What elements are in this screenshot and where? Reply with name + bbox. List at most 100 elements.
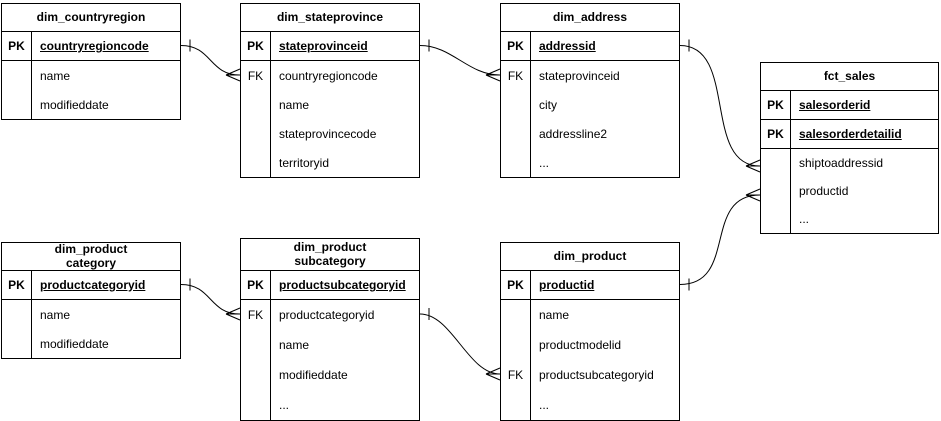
entity-title: fct_sales: [761, 63, 938, 91]
entity-row-territoryid: territoryid: [241, 148, 419, 177]
field-label: stateprovincecode: [279, 126, 377, 141]
field-label: territoryid: [279, 155, 330, 170]
entity-row-productcategoryid: PK productcategoryid: [2, 271, 180, 300]
key-cell-empty: [241, 390, 271, 420]
entity-row-addressline2: addressline2: [501, 119, 679, 148]
entity-row-countryregioncode: FK countryregioncode: [241, 61, 419, 90]
key-cell-empty: [761, 149, 791, 177]
field-label: salesorderid: [799, 98, 871, 112]
field-label: productcategoryid: [279, 308, 375, 322]
crow-foot-many-icon: [225, 307, 241, 321]
entity-title-line: fct_sales: [823, 68, 876, 83]
entity-title-line: subcategory: [294, 253, 366, 268]
entity-title-line: dim_stateprovince: [276, 9, 384, 24]
field-label: productid: [799, 184, 849, 198]
entity-row-shiptoaddressid: shiptoaddressid: [761, 149, 938, 177]
key-cell-empty: [761, 177, 791, 205]
field-label: addressid: [539, 39, 596, 53]
key-badge-fk: FK: [241, 300, 271, 330]
entity-title-line: dim_product: [553, 248, 627, 263]
field-label: city: [539, 97, 557, 112]
key-badge-pk: PK: [2, 271, 32, 299]
entity-title-line: dim_address: [552, 9, 628, 24]
entity-row-name: name: [501, 300, 679, 330]
key-cell-empty: [2, 61, 32, 90]
key-badge-pk: PK: [241, 271, 271, 299]
connector-productsubcategory-product[interactable]: [419, 308, 501, 381]
key-badge-fk: FK: [241, 61, 271, 90]
field-label: name: [539, 308, 570, 322]
entity-row-stateprovinceid: PK stateprovinceid: [241, 32, 419, 61]
field-label: modifieddate: [40, 97, 109, 112]
crow-foot-many-icon: [485, 68, 501, 82]
entity-row-more: ...: [501, 390, 679, 420]
key-cell-empty: [241, 119, 271, 148]
entity-row-more: ...: [501, 148, 679, 177]
field-label: addressline2: [539, 126, 608, 141]
key-badge-pk: PK: [501, 271, 531, 299]
entity-title: dim_address: [501, 4, 679, 32]
connector-productcategory-productsubcategory[interactable]: [180, 278, 241, 321]
field-label: salesorderdetailid: [799, 127, 902, 141]
key-cell-empty: [501, 90, 531, 119]
entity-title-line: dim_product: [293, 239, 367, 254]
crow-foot-many-icon: [225, 68, 241, 82]
entity-title: dim_stateprovince: [241, 4, 419, 32]
key-cell-empty: [501, 300, 531, 330]
entity-row-name: name: [241, 330, 419, 360]
field-label: name: [40, 68, 71, 83]
entity-row-name: name: [2, 61, 180, 90]
entity-row-modifieddate: modifieddate: [2, 329, 180, 358]
field-label: name: [40, 307, 71, 322]
entity-row-more: ...: [241, 390, 419, 420]
crow-foot-many-icon: [745, 188, 761, 202]
field-label: modifieddate: [40, 336, 109, 351]
connector-address-fctsales[interactable]: [679, 39, 761, 173]
key-cell-empty: [241, 90, 271, 119]
connector-stateprovince-address[interactable]: [419, 39, 501, 82]
key-cell-empty: [501, 390, 531, 420]
key-cell-empty: [501, 119, 531, 148]
field-label: stateprovinceid: [279, 39, 368, 53]
field-label: stateprovinceid: [539, 68, 620, 83]
entity-title: dim_product: [501, 243, 679, 271]
entity-row-salesorderid: PK salesorderid: [761, 91, 938, 120]
entity-row-name: name: [241, 90, 419, 119]
key-badge-pk: PK: [761, 91, 791, 119]
field-label: shiptoaddressid: [799, 156, 884, 170]
entity-title-line: dim_product: [54, 241, 128, 256]
field-label: countryregioncode: [279, 68, 378, 83]
key-cell-empty: [2, 300, 32, 329]
connector-countryregion-stateprovince[interactable]: [180, 39, 241, 82]
field-label: name: [279, 338, 310, 352]
crow-foot-many-icon: [745, 159, 761, 173]
key-cell-empty: [501, 148, 531, 177]
key-badge-pk: PK: [241, 32, 271, 60]
key-cell-empty: [241, 330, 271, 360]
key-badge-fk: FK: [501, 360, 531, 390]
field-label: modifieddate: [279, 368, 348, 382]
connector-product-fctsales[interactable]: [679, 188, 761, 291]
field-label: ...: [799, 212, 810, 226]
field-label: name: [279, 97, 310, 112]
entity-row-modifieddate: modifieddate: [241, 360, 419, 390]
field-label: productcategoryid: [40, 278, 146, 292]
key-cell-empty: [2, 329, 32, 358]
entity-row-city: city: [501, 90, 679, 119]
